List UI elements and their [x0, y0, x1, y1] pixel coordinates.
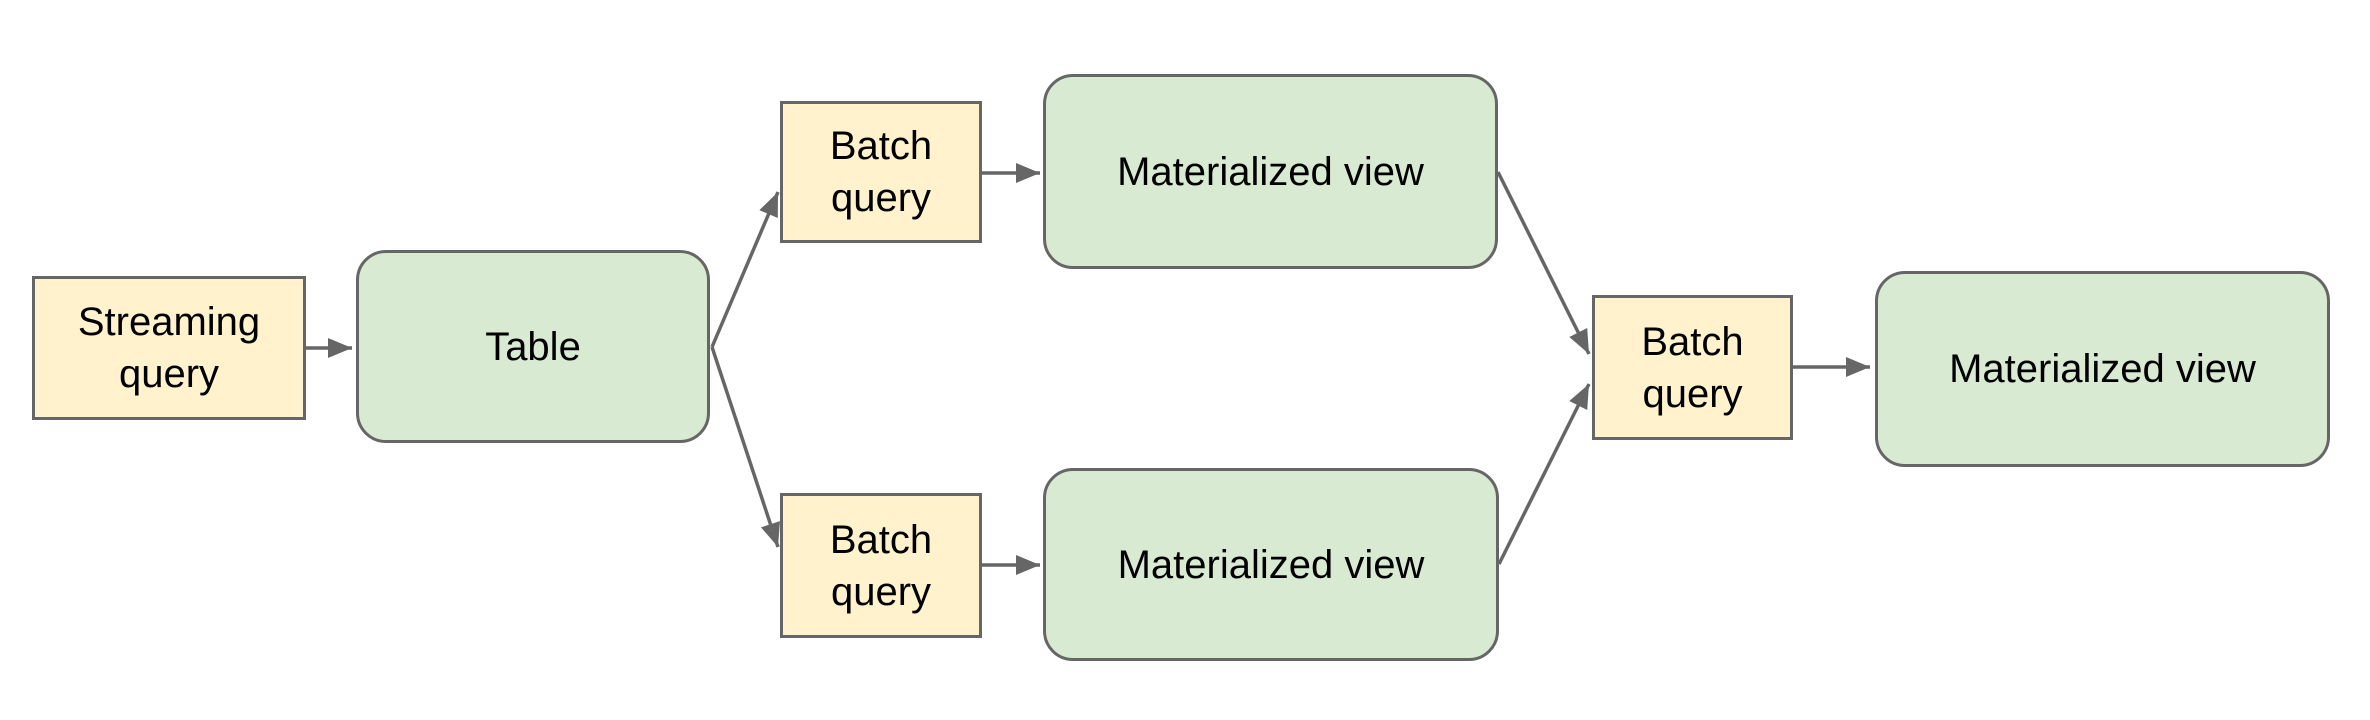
node-table: Table [356, 250, 710, 443]
node-materialized-view-top: Materialized view [1043, 74, 1498, 269]
node-batch-query-top: Batch query [780, 101, 982, 243]
node-label: Batch query [1641, 319, 1744, 416]
node-materialized-view-right: Materialized view [1875, 271, 2330, 467]
edge-table-to-batch-query-bottom [710, 346, 780, 548]
node-label: Materialized view [1949, 347, 2256, 391]
node-label: Materialized view [1117, 542, 1425, 587]
node-streaming-query: Streaming query [32, 276, 306, 420]
node-label: Table [485, 324, 581, 369]
node-label: Streaming query [77, 300, 261, 396]
node-materialized-view-bottom: Materialized view [1043, 468, 1499, 661]
node-batch-query-bottom: Batch query [780, 493, 982, 638]
node-label: Batch query [829, 517, 933, 614]
edge-table-to-batch-query-top [710, 191, 780, 348]
node-label: Batch query [829, 124, 933, 220]
edge-materialized-view-bottom-to-batch-query-right [1497, 383, 1591, 565]
edge-materialized-view-top-to-batch-query-right [1496, 171, 1591, 355]
node-batch-query-right: Batch query [1592, 295, 1793, 440]
node-label: Materialized view [1117, 149, 1424, 194]
